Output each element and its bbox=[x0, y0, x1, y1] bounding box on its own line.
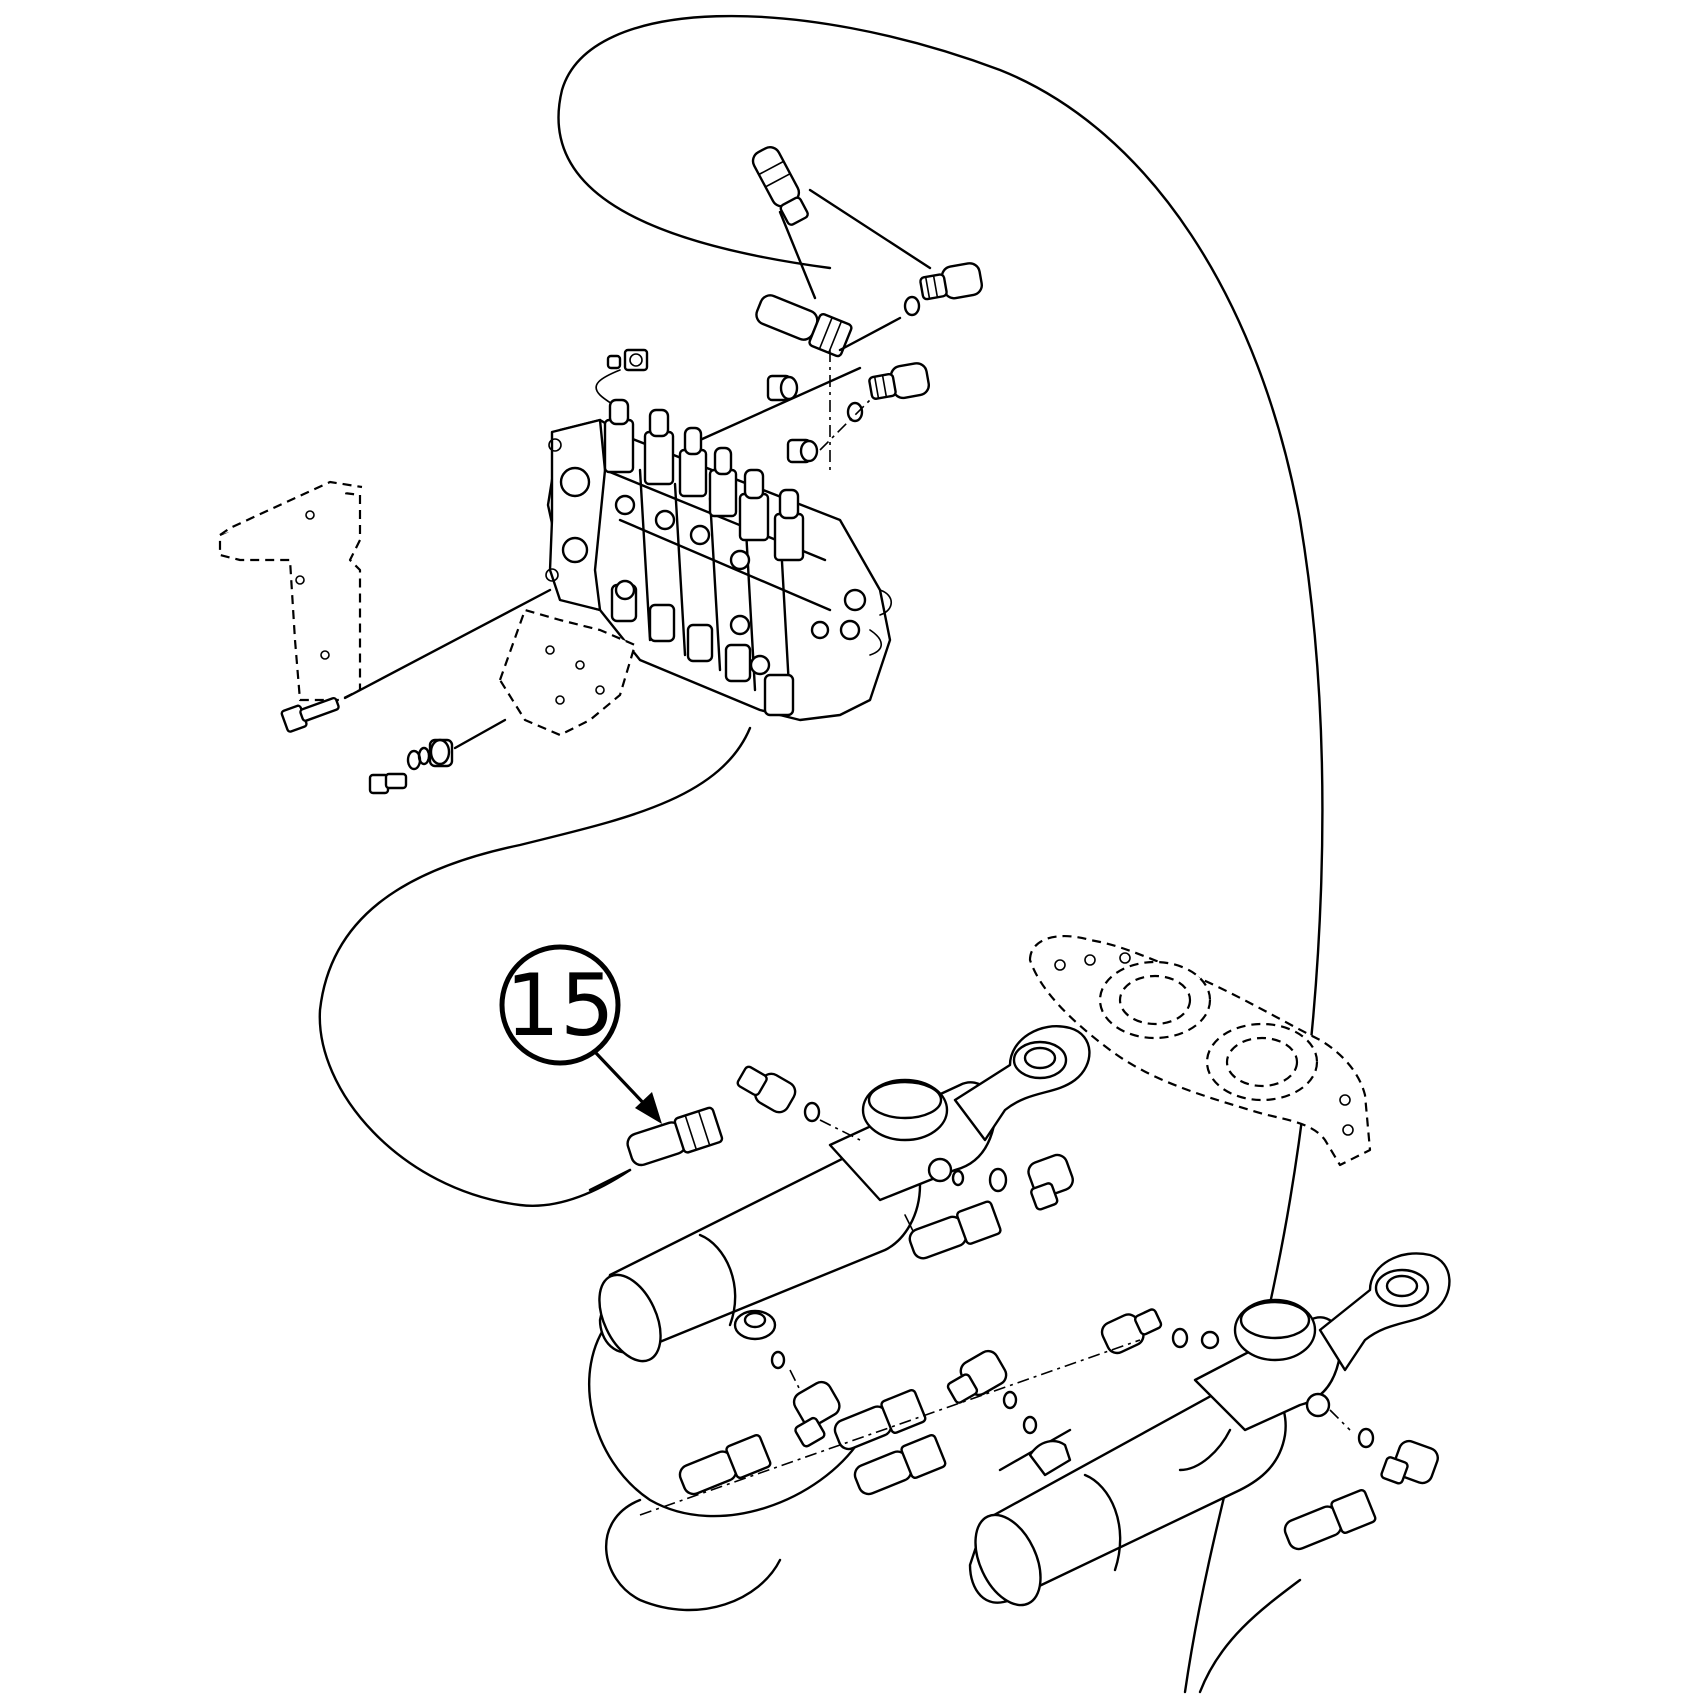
port-boss-upper bbox=[733, 1309, 777, 1341]
hydraulic-cylinder-lower bbox=[968, 1252, 1451, 1607]
valve-spool-caps bbox=[603, 398, 805, 562]
elbow-fitting-upper-cylinder bbox=[736, 1065, 797, 1114]
elbow-fitting-right-top bbox=[919, 262, 983, 301]
callout-arrow-shaft bbox=[593, 1050, 652, 1112]
hose-right-return bbox=[1198, 1578, 1302, 1694]
elbow-fitting-cylinder-right bbox=[1027, 1153, 1074, 1211]
hose-fitting-lower-left bbox=[678, 1434, 772, 1496]
plug-lower bbox=[786, 438, 819, 464]
valve-end-flange bbox=[548, 418, 607, 612]
bolt-center bbox=[368, 738, 454, 795]
adapter-fitting-top bbox=[755, 294, 853, 358]
hose-lower-return bbox=[604, 1498, 782, 1612]
adapter-fitting-15 bbox=[626, 1106, 724, 1167]
valve-side-bolts bbox=[614, 494, 861, 676]
hose-fitting-lower-mid-1 bbox=[833, 1389, 927, 1451]
hose-long-right bbox=[557, 14, 1324, 1694]
nut-top bbox=[606, 348, 649, 372]
elbow-fitting-lower-cylinder bbox=[1380, 1439, 1439, 1485]
o-ring-mid bbox=[846, 401, 864, 423]
callout-circle bbox=[499, 944, 621, 1066]
elbow-fitting-lower-center bbox=[946, 1349, 1008, 1404]
arm-bracket bbox=[1028, 935, 1372, 1167]
mounting-bracket-left bbox=[218, 480, 363, 702]
callout-label: 15 bbox=[505, 956, 614, 1056]
hose-valve-to-fitting bbox=[318, 726, 752, 1207]
bolt-left bbox=[280, 696, 340, 733]
elbow-fitting-top bbox=[751, 146, 809, 226]
elbow-fitting-right-mid bbox=[868, 362, 930, 400]
hose-fitting-lower-mid-2 bbox=[853, 1434, 947, 1496]
o-ring-top bbox=[903, 295, 921, 317]
hose-fitting-mid-1 bbox=[908, 1200, 1002, 1260]
callout-arrowhead bbox=[635, 1092, 662, 1124]
callout-15: 15 bbox=[499, 944, 662, 1124]
mounting-plate bbox=[498, 608, 637, 737]
hose-fitting-lower-right bbox=[1283, 1489, 1377, 1551]
plug-upper bbox=[766, 374, 799, 402]
hydraulic-cylinder-upper bbox=[598, 1025, 1091, 1363]
elbow-fitting-lower-right bbox=[1100, 1308, 1163, 1355]
top-fittings bbox=[595, 146, 983, 470]
elbow-fitting-lower-left bbox=[792, 1380, 841, 1448]
